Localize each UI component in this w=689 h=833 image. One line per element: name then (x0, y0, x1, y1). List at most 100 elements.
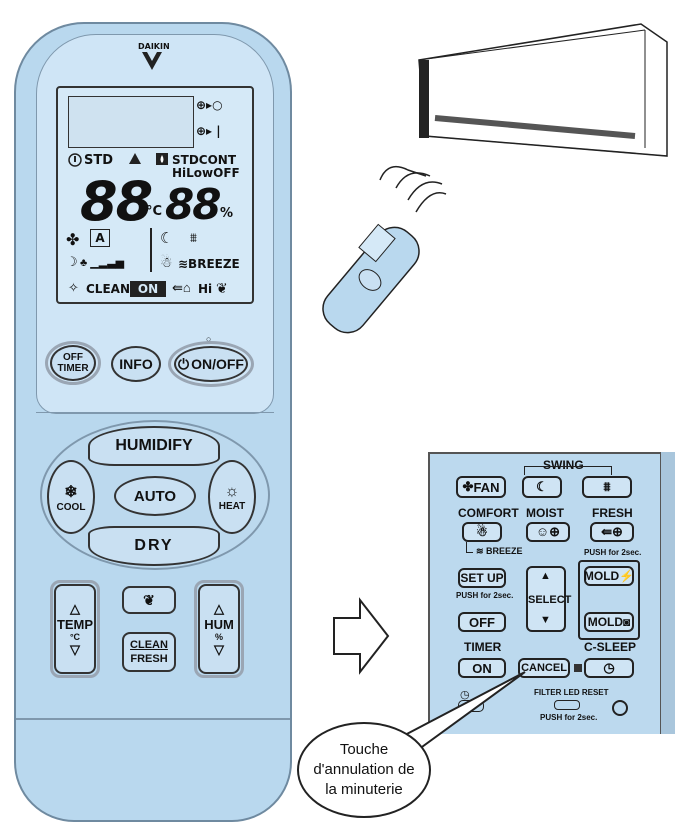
moist-label: MOIST (526, 506, 564, 520)
hum-unit-label: % (214, 631, 223, 642)
mold-1-label: MOLD (583, 569, 620, 583)
timer-on-button[interactable]: ON (458, 658, 506, 678)
cool-button[interactable]: ❄ COOL (47, 460, 95, 534)
lcd-hilowoff: HiLowOFF (172, 166, 240, 180)
lcd-clean: CLEAN (86, 282, 130, 296)
comfort-button[interactable]: ☃ (462, 522, 502, 542)
powerful-button-icon: ❦ (143, 591, 155, 608)
auto-fan-indicator: A (90, 229, 110, 247)
mold-2-label: MOLD (587, 615, 624, 629)
mold-2-icon: ◙ (623, 615, 631, 629)
right-arrow-icon (333, 597, 390, 675)
lcd-timer-box (68, 96, 194, 148)
handheld-remote-illustration (322, 165, 447, 334)
mold-button-2[interactable]: MOLD◙ (584, 612, 634, 632)
select-up-icon[interactable]: ▲ (540, 570, 551, 582)
off-timer-button[interactable]: OFF TIMER (50, 345, 96, 381)
filter-reset-button[interactable] (554, 700, 580, 710)
hum-down-icon[interactable]: ▽ (214, 641, 224, 657)
timer-on-indicator: ⊕▸○ (196, 98, 223, 112)
lcd-divider (150, 228, 152, 272)
hum-rocker[interactable]: △ HUM % ▽ (198, 584, 240, 674)
reset-hole[interactable] (612, 700, 628, 716)
vertical-swing-button[interactable]: ☾ (522, 476, 562, 498)
humidify-button[interactable]: HUMIDIFY (88, 426, 220, 466)
select-label: SELECT (528, 594, 572, 606)
fan-button-label: FAN (473, 479, 500, 495)
droplet-icon (156, 153, 168, 165)
power-icon: ⏻ (178, 355, 190, 372)
moon-icon: ☽ (66, 254, 78, 269)
fan-button-icon: ✤ (462, 479, 474, 494)
swing-bracket (524, 466, 612, 475)
swing-label: SWING (543, 458, 584, 472)
on-off-button[interactable]: ⏻ON/OFF (174, 346, 248, 382)
brand-logo-text: DAIKIN (138, 42, 170, 51)
fan-level-bars-icon: ♣ ▁▂▃▅ (80, 257, 125, 269)
cool-label: COOL (56, 501, 86, 513)
lid-edge (36, 412, 274, 425)
off-timer-ring (45, 341, 101, 385)
temp-label: TEMP (56, 616, 94, 632)
timer-off-button[interactable]: OFF (458, 612, 506, 632)
callout-line-3: la minuterie (325, 781, 403, 798)
humidity-digits: 88 (165, 180, 221, 229)
heat-button[interactable]: ☼ HEAT (208, 460, 256, 534)
heat-label: HEAT (218, 500, 246, 512)
vertical-swing-button-icon: ☾ (536, 479, 548, 494)
fresh-label-panel: FRESH (592, 506, 633, 520)
dry-button[interactable]: DRY (88, 526, 220, 566)
fresh-label: FRESH (130, 653, 168, 665)
auto-button[interactable]: AUTO (114, 476, 196, 516)
fresh-button-icon: ⇚⊕ (601, 524, 623, 539)
csleep-button[interactable]: ◷ (584, 658, 634, 678)
fan-icon: ✤ (66, 232, 80, 249)
horizontal-swing-icon: ⩩ (190, 230, 197, 245)
filter-push-note: PUSH for 2sec. (540, 713, 598, 722)
clean-label: CLEAN (130, 639, 168, 651)
fresh-push-note: PUSH for 2sec. (584, 548, 642, 557)
moist-button[interactable]: ☺⊕ (526, 522, 570, 542)
temperature-unit: °C (146, 204, 163, 219)
vertical-swing-icon: ☾ (160, 230, 174, 247)
triangle-icon (129, 153, 141, 164)
lcd-std-left: STD (84, 153, 114, 168)
temp-up-icon[interactable]: △ (70, 600, 80, 616)
off-timer-label-2: TIMER (57, 363, 89, 374)
info-button[interactable]: INFO (111, 346, 161, 382)
callout-line-1: Touche (339, 741, 389, 758)
off-timer-label-1: OFF (63, 352, 83, 363)
onoff-ring (168, 341, 254, 387)
on-off-label: ON/OFF (191, 356, 244, 372)
horizontal-swing-button[interactable]: ⩩ (582, 476, 632, 498)
temp-unit-label: °C (69, 631, 81, 642)
select-rocker[interactable] (526, 566, 566, 632)
fan-button[interactable]: ✤FAN (456, 476, 506, 498)
indoor-unit-illustration (418, 23, 668, 157)
comfort-icon: ☃ (160, 254, 173, 270)
callout-line-2: d'annulation de (313, 761, 415, 778)
moist-button-icon: ☺⊕ (535, 524, 561, 539)
setup-button[interactable]: SET UP (458, 568, 506, 588)
fresh-button[interactable]: ⇚⊕ (590, 522, 634, 542)
powerful-button[interactable]: ❦ (122, 586, 176, 614)
clock-icon: ◷ (460, 689, 470, 701)
timer-cancel-button[interactable]: CANCEL (518, 658, 570, 678)
timer-off-indicator: ⊕▸ | (196, 124, 221, 138)
sleep-indicator (574, 664, 582, 672)
comfort-label: COMFORT (458, 506, 519, 520)
lcd-hi: Hi (198, 282, 213, 296)
remote-bottom-seam (16, 718, 290, 720)
hum-up-icon[interactable]: △ (214, 600, 224, 616)
select-down-icon[interactable]: ▼ (540, 614, 551, 626)
horizontal-swing-button-icon: ⩩ (603, 479, 611, 494)
mold-button-1[interactable]: MOLD⚡ (584, 566, 634, 586)
mold-1-icon: ⚡ (619, 569, 635, 583)
temp-rocker[interactable]: △ TEMP °C ▽ (54, 584, 96, 674)
clean-sparkle-icon: ✧ (68, 280, 79, 295)
callout-bubble: Touche d'annulation de la minuterie (297, 722, 431, 818)
clean-fresh-button[interactable]: CLEAN FRESH (122, 632, 176, 672)
indicator-led-icon: ○ (206, 334, 212, 344)
sun-icon: ☼ (224, 482, 240, 500)
temp-down-icon[interactable]: ▽ (70, 641, 80, 657)
